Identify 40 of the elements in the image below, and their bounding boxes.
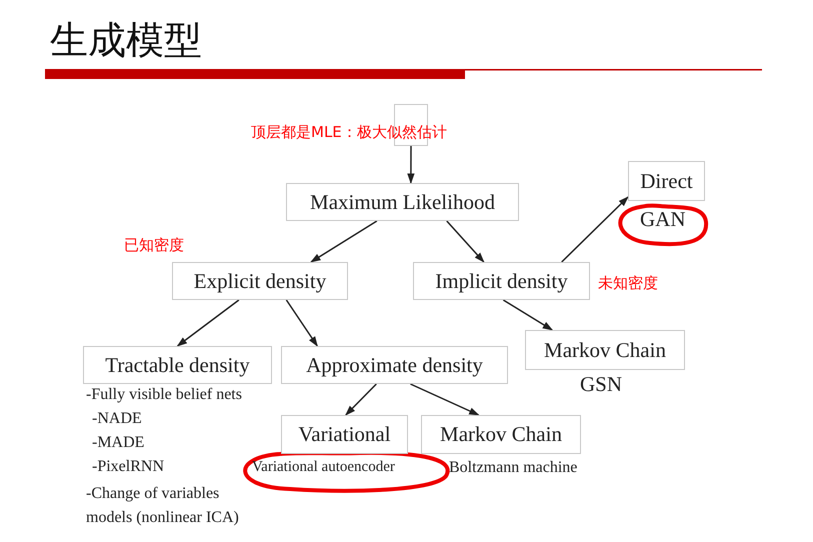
arrow (561, 196, 629, 263)
annotation-text: 顶层都是MLE：极大似然估计 (251, 123, 447, 142)
example-text: -Change of variables models (nonlinear ICA) (86, 484, 240, 528)
example-text: -Fully visible belief nets (86, 386, 242, 404)
process-box (628, 161, 705, 201)
example-text: -NADE (92, 410, 142, 428)
arrow (446, 220, 484, 263)
node-label: Explicit density (194, 268, 326, 294)
arrow (310, 220, 378, 263)
process-box (421, 415, 581, 454)
arrow (502, 299, 554, 331)
node-label: Markov Chain (440, 422, 562, 447)
annotation-text: 未知密度 (598, 274, 658, 293)
example-text: Variational autoencoder (252, 459, 395, 476)
node-label: Maximum Likelihood (310, 190, 495, 214)
arrow (176, 299, 240, 347)
node-label: Tractable density (105, 352, 250, 378)
node-label: Variational (298, 422, 391, 447)
process-box (413, 262, 590, 300)
example-text: -PixelRNN (92, 458, 164, 476)
example-text: Boltzmann machine (449, 459, 578, 477)
node-label: Direct (640, 168, 693, 194)
process-box (172, 262, 348, 300)
arrow (286, 300, 318, 347)
title: 生成模型 (50, 20, 202, 62)
process-box (286, 183, 519, 221)
example-text: GSN (580, 372, 622, 397)
example-text: -MADE (92, 434, 144, 452)
arrow (410, 383, 480, 416)
node-label: Implicit density (435, 268, 568, 294)
node-label: Approximate density (306, 352, 483, 378)
process-box (525, 330, 685, 370)
arrow (407, 146, 415, 184)
process-box (83, 346, 272, 384)
process-box (281, 415, 408, 454)
annotation-text: 已知密度 (124, 236, 184, 255)
example-text: GAN (640, 207, 686, 232)
process-box (281, 346, 508, 384)
arrow (345, 383, 377, 416)
node-label: Markov Chain (544, 338, 666, 362)
